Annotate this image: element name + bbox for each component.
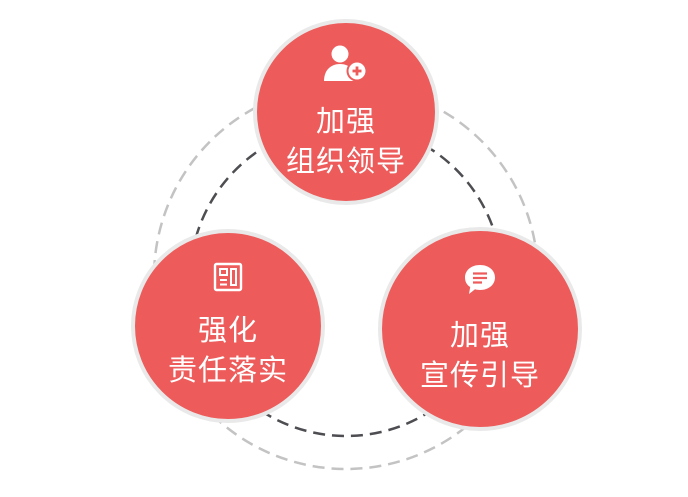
node-right-line-2: 宣传引导 bbox=[419, 358, 540, 392]
node-left-line-1: 强化 bbox=[197, 313, 258, 347]
node-left-line-2: 责任落实 bbox=[167, 353, 288, 387]
node-top-line-1: 加强 bbox=[315, 104, 376, 138]
chat-bubble-icon bbox=[463, 263, 497, 301]
layout-board-icon bbox=[213, 262, 243, 296]
node-strengthen-responsibility-implementation: 强化 责任落实 bbox=[131, 229, 325, 423]
node-strengthen-publicity-guidance: 加强 宣传引导 bbox=[378, 227, 582, 431]
add-user-icon bbox=[323, 43, 369, 87]
node-right-line-1: 加强 bbox=[449, 318, 510, 352]
node-strengthen-organizational-leadership: 加强 组织领导 bbox=[253, 19, 439, 205]
node-top-line-2: 组织领导 bbox=[285, 144, 406, 178]
